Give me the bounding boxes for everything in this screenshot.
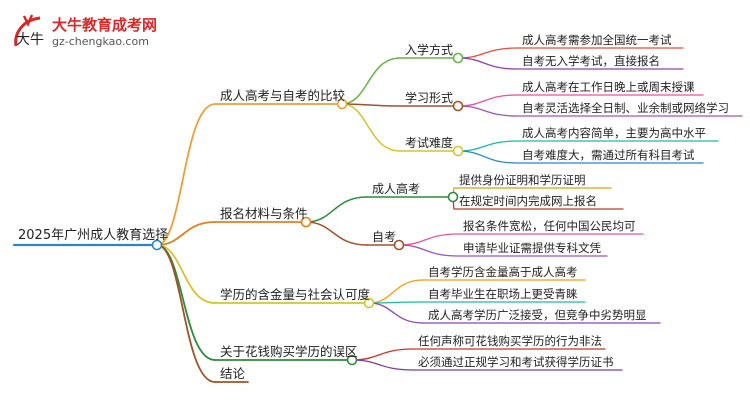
leaf-label: 成人高考内容简单，主要为高中水平 bbox=[522, 126, 706, 140]
branch-conclusion-label[interactable]: 结论 bbox=[220, 366, 246, 381]
branch-recognition-label[interactable]: 学历的含金量与社会认可度 bbox=[220, 287, 371, 302]
branch-comparison-label[interactable]: 成人高考与自考的比较 bbox=[220, 88, 346, 103]
leaf-label: 成人高考需参加全国统一考试 bbox=[522, 33, 672, 47]
leaf-connector bbox=[398, 233, 459, 246]
root-toggle-circle[interactable] bbox=[151, 239, 163, 251]
leaf-label: 自考毕业生在职场上更受青睐 bbox=[428, 287, 578, 301]
leaf-label: 在规定时间内完成网上报名 bbox=[459, 194, 597, 208]
logo-mark-text: 大牛 bbox=[16, 32, 44, 48]
root-node-label[interactable]: 2025年广州成人教育选择 bbox=[18, 228, 169, 243]
branch-connector bbox=[156, 244, 216, 361]
leaf-connector bbox=[457, 94, 518, 107]
leaf-label: 申请毕业证需提供专科文凭 bbox=[463, 241, 601, 255]
node-self-study-label[interactable]: 自考 bbox=[372, 230, 397, 244]
sub-connector bbox=[341, 103, 401, 152]
node-adult-exam-label[interactable]: 成人高考 bbox=[372, 182, 421, 196]
sub-connector bbox=[341, 57, 401, 105]
branch-toggle-circle[interactable] bbox=[336, 98, 348, 110]
leaf-connector bbox=[457, 140, 518, 152]
branch-toggle-circle[interactable] bbox=[363, 297, 375, 309]
leaf-label: 提供身份证明和学历证明 bbox=[459, 173, 586, 187]
node-toggle-circle[interactable] bbox=[447, 191, 459, 203]
sub-connector bbox=[305, 221, 368, 246]
leaf-connector bbox=[457, 105, 518, 117]
node-toggle-circle[interactable] bbox=[452, 52, 464, 64]
leaf-label: 自考学历含金量高于成人高考 bbox=[428, 265, 578, 279]
logo-url: gz-chengkao.com bbox=[52, 35, 149, 48]
leaf-label: 成人高考学历广泛接受，但竞争中劣势明显 bbox=[428, 308, 647, 322]
leaf-label: 自考无入学考试，直接报名 bbox=[522, 54, 660, 68]
branch-connector bbox=[156, 221, 216, 246]
leaf-connector bbox=[457, 57, 518, 70]
branch-connector bbox=[156, 244, 216, 304]
leaf-connector bbox=[368, 302, 424, 324]
branch-misconception-label[interactable]: 关于花钱购买学历的误区 bbox=[220, 344, 358, 359]
logo-site-name: 大牛教育成考网 bbox=[52, 16, 158, 34]
branch-materials-label[interactable]: 报名材料与条件 bbox=[220, 206, 308, 221]
leaf-label: 成人高考在工作日晚上或周末授课 bbox=[522, 80, 695, 94]
leaf-connector bbox=[368, 279, 424, 304]
leaf-label: 自考灵活选择全日制、业余制或网络学习 bbox=[522, 101, 729, 115]
leaf-label: 自考难度大，需通过所有科目考试 bbox=[522, 148, 695, 162]
leaf-label: 报名条件宽松，任何中国公民均可 bbox=[463, 219, 636, 233]
branch-connector bbox=[156, 103, 216, 246]
branch-toggle-circle[interactable] bbox=[300, 216, 312, 228]
leaf-connector bbox=[457, 150, 518, 164]
node-exam-difficulty-label[interactable]: 考试难度 bbox=[405, 136, 454, 150]
node-toggle-circle[interactable] bbox=[452, 145, 464, 157]
node-study-form-label[interactable]: 学习形式 bbox=[405, 91, 454, 105]
leaf-connector bbox=[457, 47, 518, 59]
leaf-connector bbox=[351, 359, 414, 371]
branch-connector bbox=[156, 244, 216, 383]
node-admission-label[interactable]: 入学方式 bbox=[405, 43, 454, 57]
leaf-connector bbox=[351, 348, 414, 361]
sub-connector bbox=[305, 196, 368, 223]
leaf-label: 必须通过正规学习和考试获得学历证书 bbox=[418, 355, 614, 369]
site-logo[interactable]: 大牛 大牛教育成考网 gz-chengkao.com bbox=[10, 10, 170, 56]
branch-toggle-circle[interactable] bbox=[346, 354, 358, 366]
node-toggle-circle[interactable] bbox=[452, 100, 464, 112]
node-toggle-circle[interactable] bbox=[393, 239, 405, 251]
leaf-connector bbox=[398, 244, 459, 257]
logo-mark-icon: 大牛 bbox=[14, 14, 44, 48]
sub-connector bbox=[341, 103, 401, 107]
leaf-label: 任何声称可花钱购买学历的行为非法 bbox=[418, 334, 602, 348]
